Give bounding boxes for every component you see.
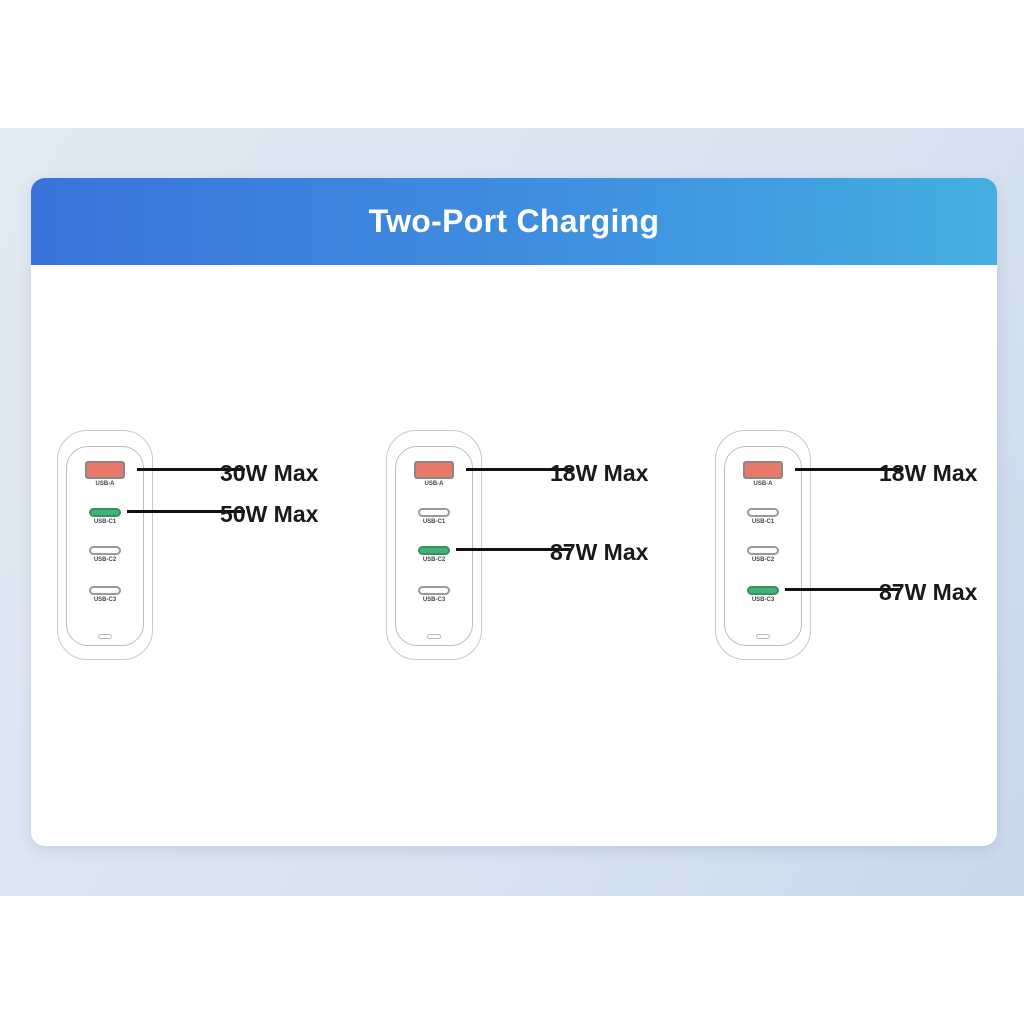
- usb-c2-port: [89, 546, 121, 555]
- callout-line-usb-a: [466, 468, 572, 471]
- charger-config-2: USB-A USB-C1 USB-C2 USB-C3: [386, 430, 486, 662]
- usb-c2-power-label: 87W Max: [550, 539, 649, 565]
- usb-c1-port: [747, 508, 779, 517]
- callout-line-usb-a: [795, 468, 901, 471]
- usb-a-label: USB-A: [95, 481, 115, 487]
- usb-c3-port: [418, 586, 450, 595]
- usb-a-port: [85, 461, 125, 479]
- usb-c2-port-active: [418, 546, 450, 555]
- charger-face: USB-A USB-C1 USB-C2 USB-C3: [724, 446, 802, 646]
- usb-c3-port-active: [747, 586, 779, 595]
- charger-config-3: USB-A USB-C1 USB-C2 USB-C3: [715, 430, 815, 662]
- usb-a-power-label: 30W Max: [220, 460, 319, 486]
- usb-a-port: [743, 461, 783, 479]
- charger-config-1: USB-A USB-C1 USB-C2 USB-C3: [57, 430, 157, 662]
- usb-c1-power-label: 50W Max: [220, 501, 319, 527]
- indicator-light: [756, 634, 770, 639]
- usb-c1-label: USB-C1: [422, 519, 446, 525]
- usb-c1-port-active: [89, 508, 121, 517]
- card-header: [31, 178, 997, 265]
- usb-c2-label: USB-C2: [751, 557, 775, 563]
- usb-c2-label: USB-C2: [422, 557, 446, 563]
- usb-c2-port: [747, 546, 779, 555]
- callout-line-usb-a: [137, 468, 245, 471]
- charger-face: USB-A USB-C1 USB-C2 USB-C3: [66, 446, 144, 646]
- two-port-charging-card: Two-Port Charging USB-A USB-C1 USB-C2 US…: [31, 178, 997, 846]
- callout-line-usb-c1: [127, 510, 245, 513]
- usb-a-port: [414, 461, 454, 479]
- usb-a-label: USB-A: [424, 481, 444, 487]
- indicator-light: [98, 634, 112, 639]
- usb-c3-label: USB-C3: [751, 597, 775, 603]
- card-title: Two-Port Charging: [368, 203, 660, 239]
- usb-c2-label: USB-C2: [93, 557, 117, 563]
- usb-c3-label: USB-C3: [422, 597, 446, 603]
- usb-c3-label: USB-C3: [93, 597, 117, 603]
- usb-a-power-label: 18W Max: [879, 460, 978, 486]
- callout-line-usb-c3: [785, 588, 901, 591]
- usb-c3-power-label: 87W Max: [879, 579, 978, 605]
- usb-a-power-label: 18W Max: [550, 460, 649, 486]
- usb-c1-label: USB-C1: [751, 519, 775, 525]
- callout-line-usb-c2: [456, 548, 572, 551]
- usb-c1-label: USB-C1: [93, 519, 117, 525]
- usb-c3-port: [89, 586, 121, 595]
- indicator-light: [427, 634, 441, 639]
- usb-a-label: USB-A: [753, 481, 773, 487]
- usb-c1-port: [418, 508, 450, 517]
- charger-face: USB-A USB-C1 USB-C2 USB-C3: [395, 446, 473, 646]
